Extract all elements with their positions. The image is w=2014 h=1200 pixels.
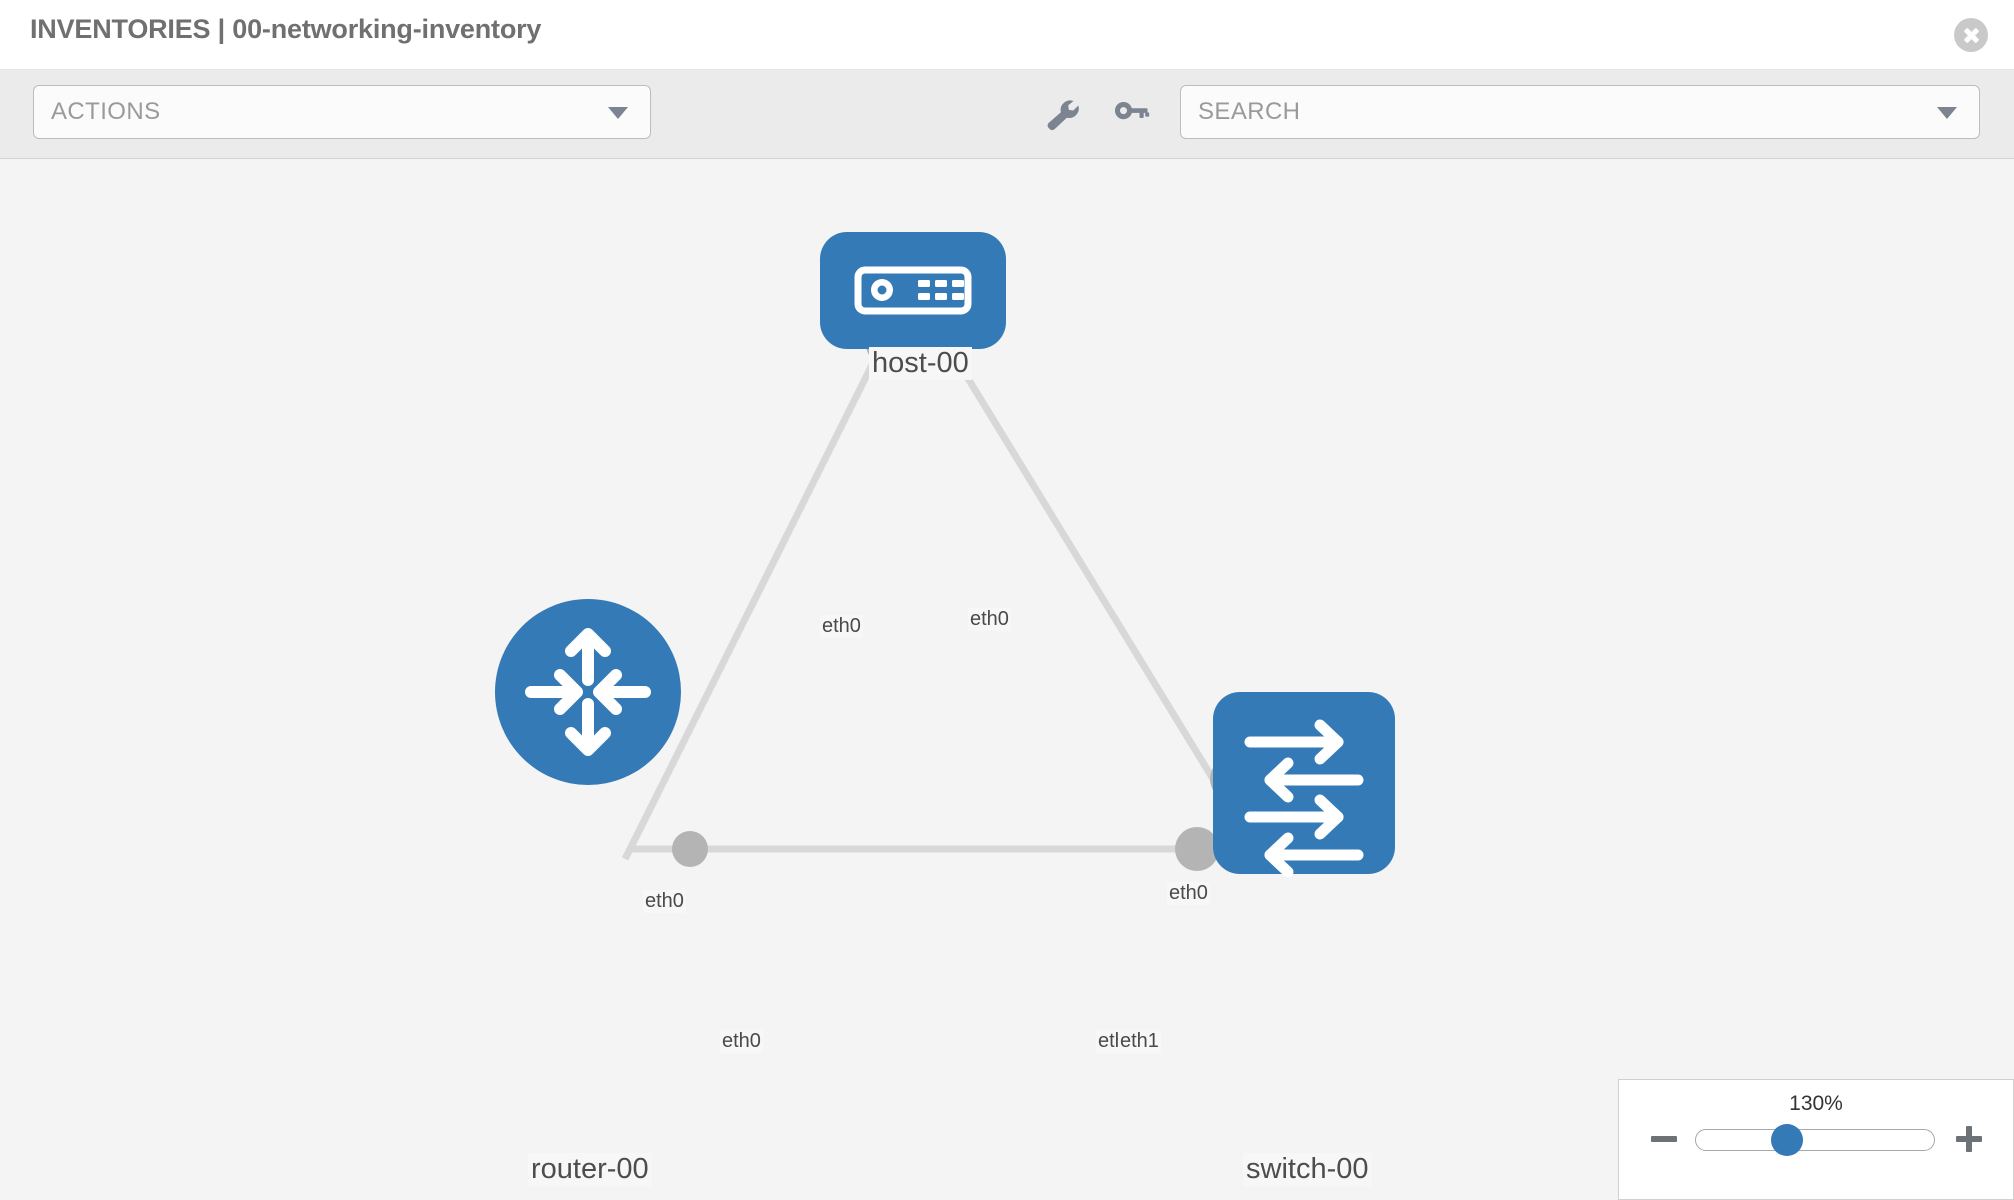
page-title: INVENTORIES | 00-networking-inventory	[30, 14, 542, 44]
iface-label-switch00-north: eth0	[1167, 882, 1210, 905]
search-dropdown[interactable]: SEARCH	[1180, 85, 1980, 139]
server-icon	[854, 266, 972, 315]
search-input-placeholder[interactable]: SEARCH	[1198, 98, 1301, 125]
switch-arrows-icon	[1244, 719, 1364, 878]
port-router00-east	[672, 831, 708, 867]
zoom-control-panel: 130%	[1618, 1079, 2014, 1200]
close-icon[interactable]	[1954, 18, 1988, 52]
port-switch00-west	[1175, 827, 1219, 871]
topology-ports	[672, 327, 1254, 871]
chevron-down-icon	[608, 107, 628, 119]
iface-label-host00-right: eth0	[968, 608, 1011, 631]
key-icon[interactable]	[1109, 98, 1151, 132]
zoom-out-button[interactable]	[1649, 1124, 1679, 1154]
iface-label-host00-left: eth0	[820, 615, 863, 638]
zoom-in-button[interactable]	[1954, 1124, 1984, 1154]
link-host00-switch00	[947, 347, 1265, 861]
zoom-level-value: 130%	[1789, 1092, 1843, 1115]
node-switch-00	[1213, 692, 1395, 878]
chevron-down-icon	[1937, 107, 1957, 119]
topology-graph	[495, 232, 1395, 878]
page-header: INVENTORIES | 00-networking-inventory	[0, 0, 2014, 70]
iface-label-switch00-west: eth1	[1118, 1030, 1161, 1053]
zoom-slider-thumb[interactable]	[1771, 1124, 1803, 1156]
iface-label-router00-north: eth0	[643, 890, 686, 913]
toolbar: ACTIONS SEARCH	[0, 70, 2014, 159]
zoom-slider-track[interactable]	[1695, 1129, 1935, 1151]
router-arrows-icon	[525, 628, 651, 756]
node-label-host-00[interactable]: host-00	[869, 347, 972, 380]
topology-canvas[interactable]: host-00 router-00 switch-00 eth0 eth0 et…	[0, 159, 2014, 1200]
node-host-00	[820, 232, 1006, 349]
node-label-switch-00[interactable]: switch-00	[1243, 1153, 1372, 1186]
node-label-router-00[interactable]: router-00	[528, 1153, 652, 1186]
iface-label-router00-east: eth0	[720, 1030, 763, 1053]
link-host00-router00	[621, 347, 884, 861]
actions-dropdown[interactable]: ACTIONS	[33, 85, 651, 139]
node-router-00	[495, 599, 681, 785]
wrench-icon[interactable]	[1041, 98, 1083, 132]
topology-links	[621, 347, 1265, 861]
actions-dropdown-label: ACTIONS	[51, 98, 161, 125]
